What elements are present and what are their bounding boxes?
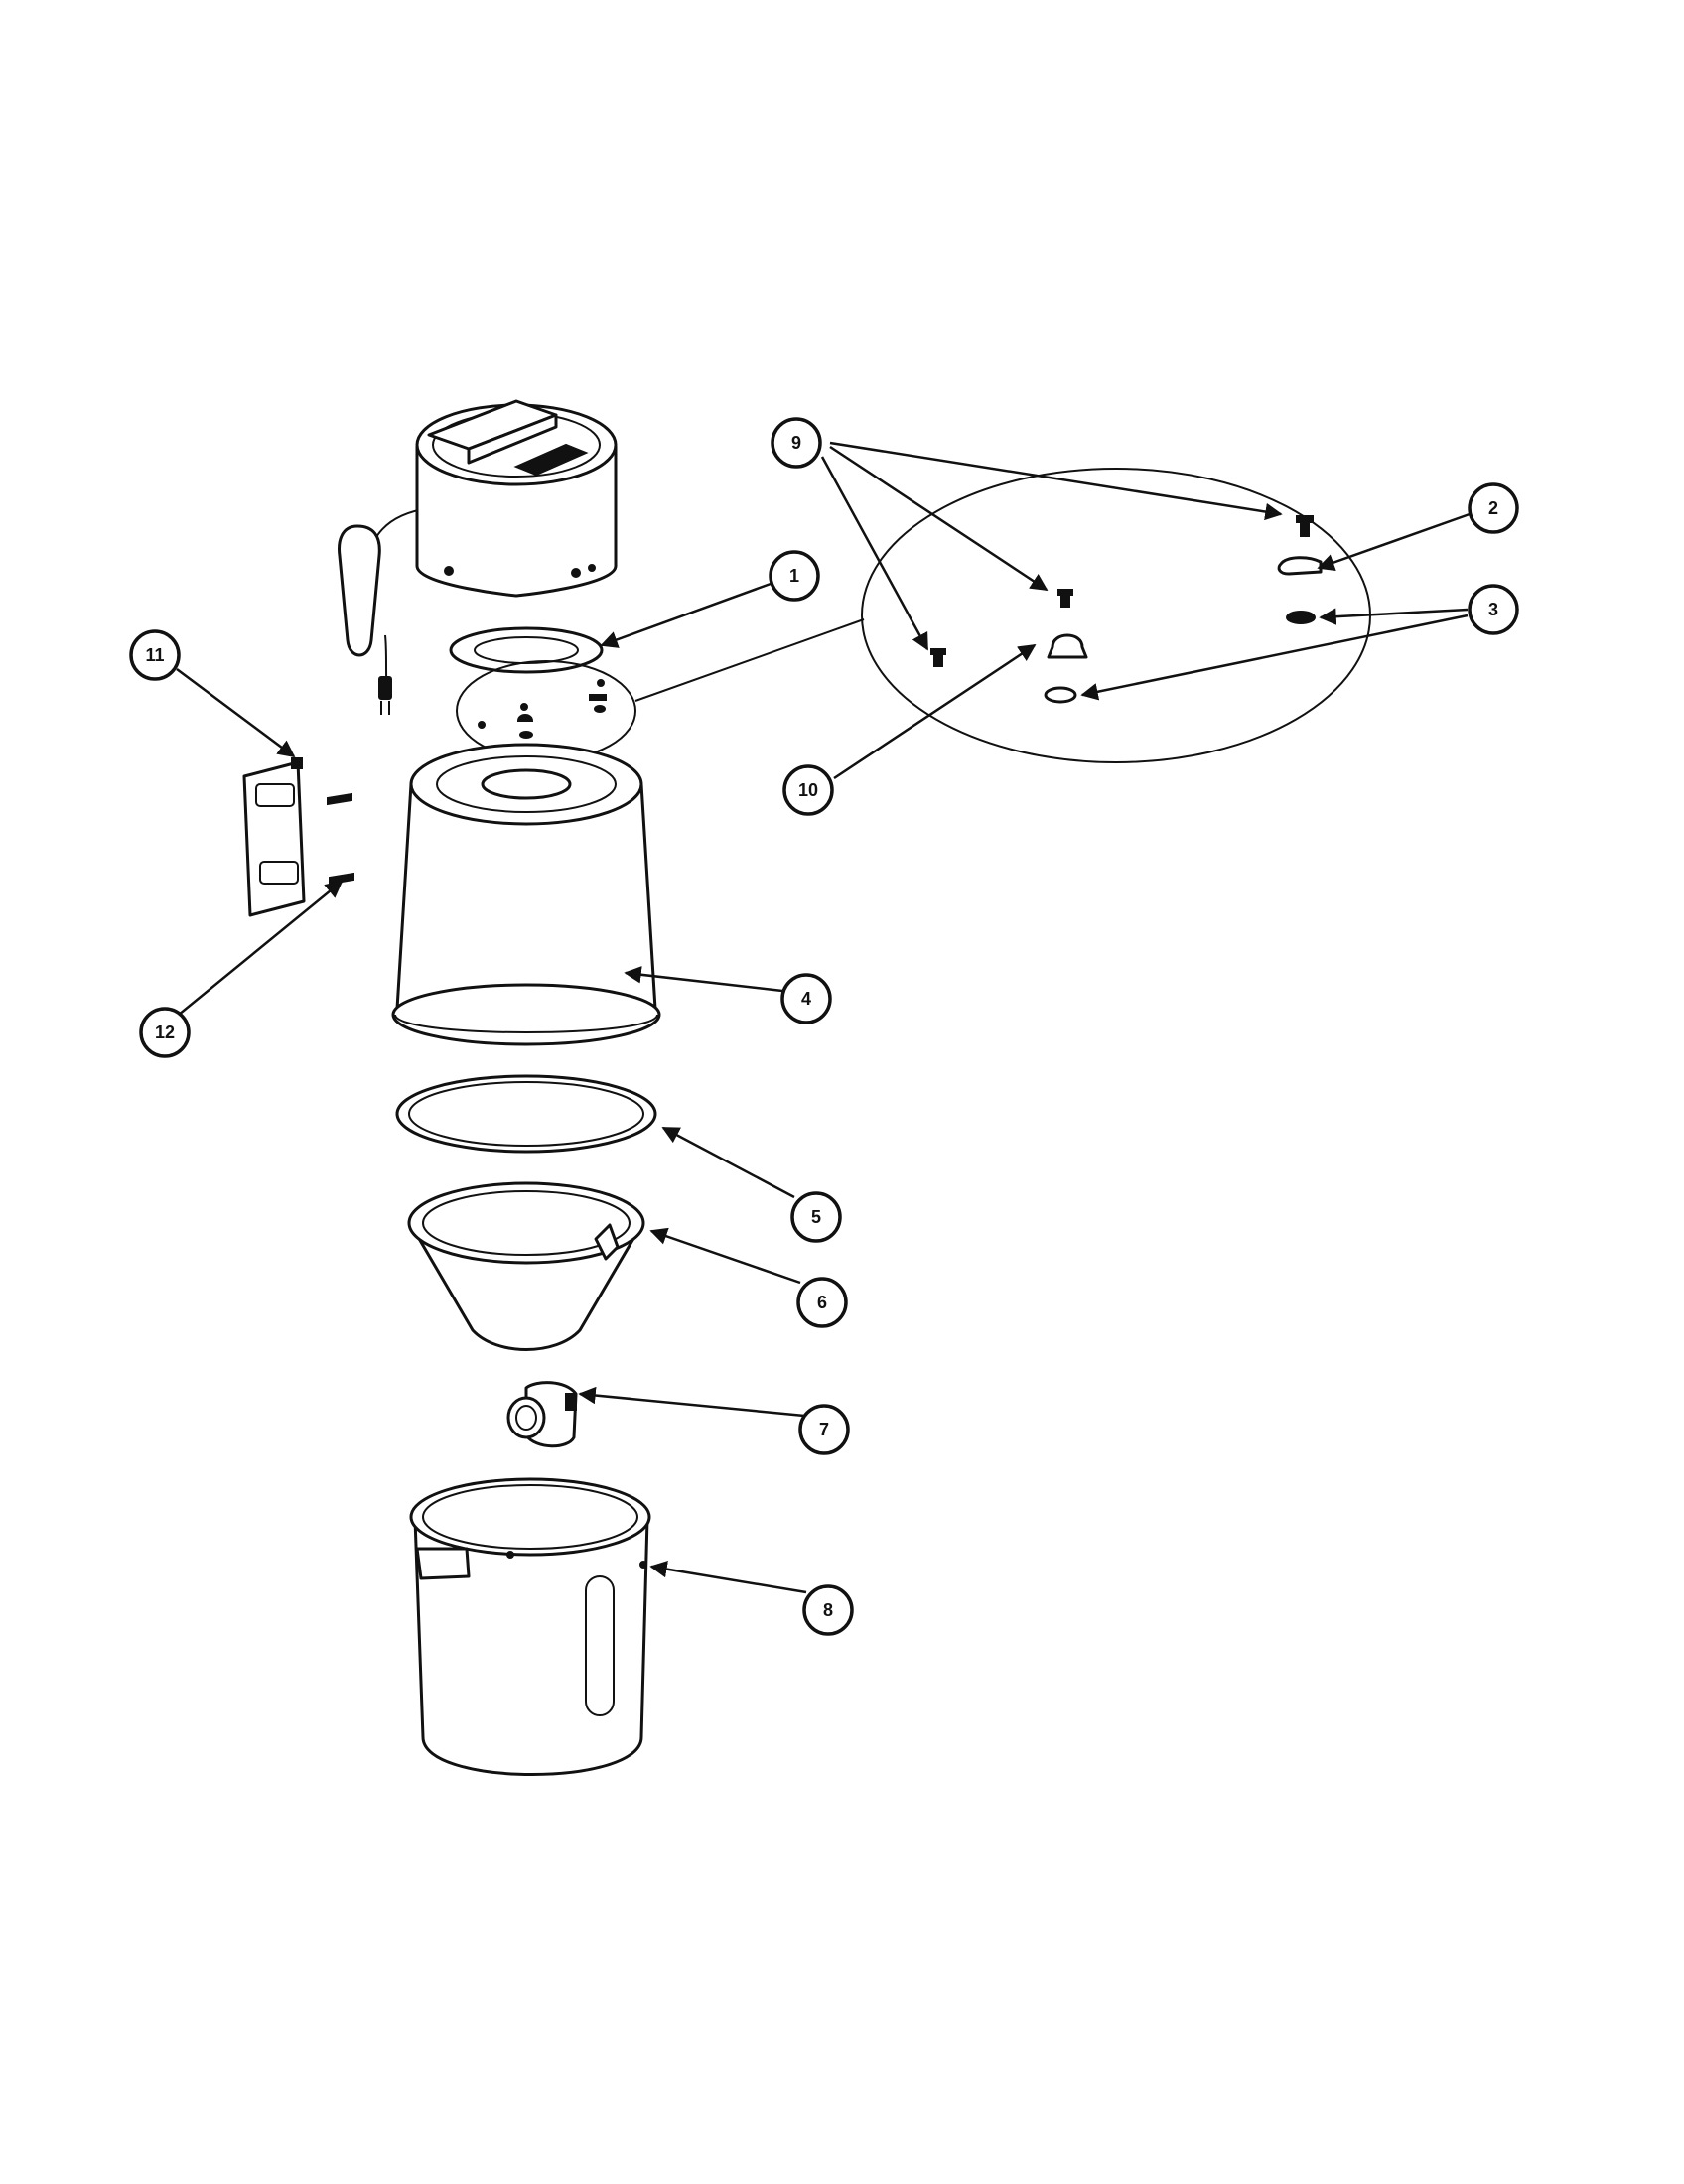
- callout-label: 10: [798, 780, 818, 800]
- callout-label: 4: [801, 989, 811, 1009]
- callout-2: 2: [1468, 482, 1519, 534]
- callout-8: 8: [802, 1584, 854, 1636]
- filter-cone: [407, 1181, 645, 1351]
- magnified-detail: [861, 468, 1371, 763]
- callout-label: 1: [789, 566, 799, 586]
- callout-9: 9: [771, 417, 822, 469]
- leader-lines: [176, 441, 1471, 1594]
- detail-plate: [456, 618, 865, 761]
- callout-label: 8: [823, 1600, 833, 1620]
- callout-7: 7: [798, 1404, 850, 1455]
- separator-body: [391, 743, 661, 1046]
- callout-10: 10: [782, 764, 834, 816]
- callout-label: 2: [1488, 498, 1498, 518]
- callout-11: 11: [129, 629, 181, 681]
- wall-bracket: [242, 757, 354, 917]
- callout-4: 4: [780, 973, 832, 1024]
- callout-label: 7: [819, 1420, 829, 1439]
- callout-label: 6: [817, 1293, 827, 1312]
- gasket-ring: [449, 626, 604, 674]
- callout-label: 11: [145, 645, 164, 665]
- callout-12: 12: [139, 1007, 191, 1058]
- motor-head: [338, 399, 618, 715]
- callout-3: 3: [1468, 584, 1519, 635]
- callout-5: 5: [790, 1191, 842, 1243]
- callout-label: 9: [791, 433, 801, 453]
- bottom-gasket: [395, 1074, 657, 1154]
- callout-label: 5: [811, 1207, 821, 1227]
- callout-1: 1: [769, 550, 820, 602]
- dirt-canister: [409, 1477, 651, 1776]
- elbow-fitting: [506, 1381, 578, 1448]
- callout-label: 3: [1488, 600, 1498, 619]
- callout-label: 12: [155, 1023, 175, 1042]
- callout-6: 6: [796, 1277, 848, 1328]
